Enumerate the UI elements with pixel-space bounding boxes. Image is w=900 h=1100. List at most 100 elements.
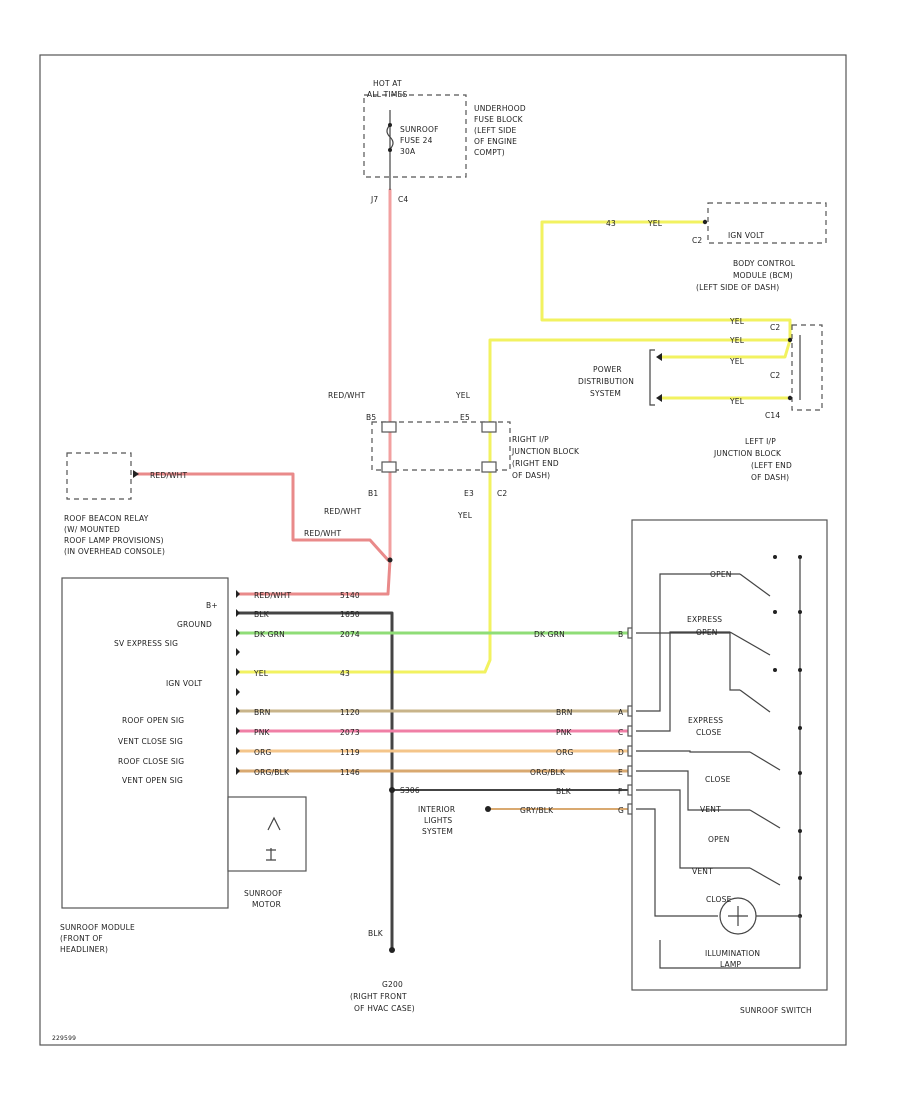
ljb-yel-label-4: YEL bbox=[729, 397, 745, 406]
module-ground: GROUND bbox=[177, 620, 212, 629]
sw-vent-label: VENT bbox=[700, 805, 721, 814]
ljb-terminal-bottom bbox=[787, 395, 793, 401]
module-roof-open: ROOF OPEN SIG bbox=[122, 716, 184, 725]
module-label-1: SUNROOF MODULE bbox=[60, 923, 135, 932]
bcm-wire-number: 43 bbox=[606, 219, 616, 228]
sw-express-close-label-2: CLOSE bbox=[696, 728, 722, 737]
ground-label-2: (RIGHT FRONT bbox=[350, 992, 407, 1001]
underhood-label-1: UNDERHOOD bbox=[474, 104, 526, 113]
module-vent-close: VENT CLOSE SIG bbox=[118, 737, 183, 746]
roof-beacon-relay-outline bbox=[66, 452, 132, 500]
contact-2b bbox=[798, 610, 802, 614]
num-org: 1119 bbox=[340, 748, 360, 757]
sunroof-switch-title: SUNROOF SWITCH bbox=[740, 1006, 812, 1015]
contact-1 bbox=[773, 555, 777, 559]
ground-terminal bbox=[389, 947, 395, 953]
fuse-symbol bbox=[386, 124, 394, 150]
switch-arm-close bbox=[749, 751, 781, 771]
pin-orgblk bbox=[236, 767, 240, 775]
module-roof-close: ROOF CLOSE SIG bbox=[118, 757, 184, 766]
rjb-label-2: JUNCTION BLOCK bbox=[511, 447, 580, 456]
fuse-pin-b: C4 bbox=[398, 195, 408, 204]
underhood-label-2: FUSE BLOCK bbox=[474, 115, 524, 124]
label-redwht: RED/WHT bbox=[254, 591, 292, 600]
sw-label-blk: BLK bbox=[556, 787, 572, 796]
bcm-wire-color: YEL bbox=[647, 219, 663, 228]
label-orgblk: ORG/BLK bbox=[254, 768, 290, 777]
underhood-label-5: COMPT) bbox=[474, 148, 505, 157]
rjb-label-3: (RIGHT END bbox=[512, 459, 559, 468]
bcm-pin: C2 bbox=[692, 236, 702, 245]
pd-arrow-2 bbox=[656, 394, 662, 402]
power-distribution-label-2: DISTRIBUTION bbox=[578, 377, 634, 386]
sw-express-close-label-1: EXPRESS bbox=[688, 716, 723, 725]
sw-route-f bbox=[636, 789, 750, 869]
rjb-yel-label: YEL bbox=[455, 391, 471, 400]
num-brn: 1120 bbox=[340, 708, 360, 717]
label-brn: BRN bbox=[254, 708, 271, 717]
rjb-redwht-label: RED/WHT bbox=[328, 391, 366, 400]
module-wire-labels: RED/WHT BLK DK GRN YEL BRN PNK ORG ORG/B… bbox=[253, 591, 360, 777]
rjb-yel-lower-label: YEL bbox=[457, 511, 473, 520]
fuse-number: FUSE 24 bbox=[400, 136, 433, 145]
sw-route-h bbox=[659, 916, 801, 969]
num-pnk: 2073 bbox=[340, 728, 360, 737]
sw-vent2-label: VENT bbox=[692, 867, 713, 876]
ljb-pin-top: C2 bbox=[770, 323, 780, 332]
module-label-3: HEADLINER) bbox=[60, 945, 108, 954]
ljb-label-3: (LEFT END bbox=[751, 461, 792, 470]
pin-blk bbox=[236, 609, 240, 617]
switch-arm-express-open bbox=[729, 631, 771, 656]
rjb-connector-top-right bbox=[481, 421, 497, 433]
wire-redwht-bplus bbox=[236, 558, 392, 596]
power-distribution-label-3: SYSTEM bbox=[590, 389, 621, 398]
switch-arm-express-close bbox=[739, 689, 771, 713]
sw-route-a bbox=[636, 573, 740, 712]
relay-wire-label: RED/WHT bbox=[150, 471, 188, 480]
sw-express-label: EXPRESS bbox=[687, 615, 722, 624]
sw-label-pnk: PNK bbox=[556, 728, 573, 737]
bcm-label-2: MODULE (BCM) bbox=[733, 271, 793, 280]
rjb-connector-bottom-right bbox=[481, 461, 497, 473]
contact-7 bbox=[798, 876, 802, 880]
sw-pin-label-a: A bbox=[618, 708, 624, 717]
red-splice bbox=[387, 557, 393, 563]
sw-open-label: OPEN bbox=[710, 570, 732, 579]
pin-org bbox=[236, 747, 240, 755]
ljb-label-1: LEFT I/P bbox=[745, 437, 776, 446]
num-dkgrn: 2074 bbox=[340, 630, 360, 639]
sunroof-module bbox=[61, 577, 229, 909]
label-org: ORG bbox=[254, 748, 272, 757]
bcm-terminal bbox=[702, 219, 708, 225]
wire-yel-bcm bbox=[540, 220, 792, 342]
module-vent-open: VENT OPEN SIG bbox=[122, 776, 183, 785]
ljb-label-2: JUNCTION BLOCK bbox=[713, 449, 782, 458]
sw-route-g bbox=[636, 808, 718, 917]
ljb-pin-bottom: C14 bbox=[765, 411, 780, 420]
all-times-label: ALL TIMES bbox=[367, 90, 407, 99]
pd-arrow-1 bbox=[656, 353, 662, 361]
rjb-pin-e3: E3 bbox=[464, 489, 474, 498]
switch-side-wire-labels: DK GRN BRN PNK ORG ORG/BLK BLK GRY/BLK bbox=[520, 630, 573, 815]
wire-yel-ign bbox=[236, 338, 792, 674]
pin-spare-2 bbox=[236, 688, 240, 696]
sw-label-brn: BRN bbox=[556, 708, 573, 717]
bcm-label-3: (LEFT SIDE OF DASH) bbox=[696, 283, 779, 292]
sw-pin-label-c: C bbox=[618, 728, 623, 737]
relay-label-1: ROOF BEACON RELAY bbox=[64, 514, 149, 523]
pin-pnk bbox=[236, 727, 240, 735]
sw-close2-label: CLOSE bbox=[706, 895, 732, 904]
num-blk: 1650 bbox=[340, 610, 360, 619]
module-sv-express: SV EXPRESS SIG bbox=[114, 639, 178, 648]
relay-label-2: (W/ MOUNTED bbox=[64, 525, 120, 534]
relay-arrow bbox=[133, 470, 139, 478]
sw-route-b bbox=[636, 632, 740, 691]
sw-pin-label-g: G bbox=[618, 806, 624, 815]
num-redwht: 5140 bbox=[340, 591, 360, 600]
ljb-yel-label-3: YEL bbox=[729, 357, 745, 366]
diagram-id: 229599 bbox=[52, 1035, 76, 1042]
label-pnk: PNK bbox=[254, 728, 271, 737]
ground-splice bbox=[389, 787, 395, 793]
